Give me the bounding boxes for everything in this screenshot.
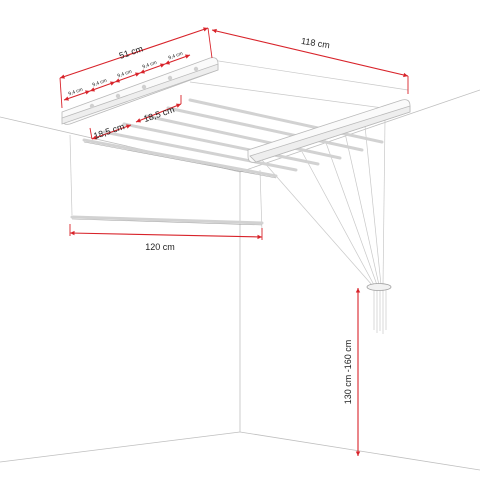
- hanger-gap-label-1: 18,5 cm: [92, 121, 126, 141]
- rod-spacing-label-3: 9,4 cm: [117, 69, 133, 80]
- back-bracket: [247, 99, 411, 163]
- rod: [188, 98, 384, 144]
- rod-spacing-dimension-1-arrow-start: [64, 96, 69, 101]
- lowered-rod-width-dimension: [69, 232, 263, 238]
- depth-length-dimension-arrow-end: [403, 72, 408, 78]
- rod-spacing-label-2: 9,4 cm: [92, 78, 108, 89]
- rod-spacing-dimension-5-arrow-start: [165, 60, 170, 65]
- hanging-rods: [70, 98, 384, 226]
- hanger-gap-dimension-2-arrow-end: [176, 103, 181, 108]
- rod-spacing-dimension-1: [63, 90, 91, 101]
- dimension-lines: [59, 27, 409, 456]
- lowered-rod: [70, 215, 264, 225]
- bracket-length-label: 51 cm: [118, 43, 144, 60]
- lowering-range-dimension-arrow-start: [355, 288, 361, 293]
- rod: [122, 122, 320, 166]
- lowering-range-dimension-arrow-end: [355, 451, 361, 456]
- rod-spacing-dimension-3-arrow-end: [135, 72, 140, 77]
- hanger-gap-tick-1: [89, 127, 93, 140]
- bracket-length-tick-end: [207, 27, 213, 59]
- bracket-length-dimension-arrow-start: [60, 74, 65, 79]
- bracket-length-dimension: [59, 27, 209, 79]
- rod-spacing-label-4: 9,4 cm: [142, 60, 158, 71]
- rod-spacing-dimension-4-arrow-start: [140, 69, 145, 74]
- floor-right-edge: [239, 431, 480, 471]
- lowered-rod-width-label: 120 cm: [145, 242, 175, 252]
- rod-spacing-dimension-1-arrow-end: [85, 90, 90, 95]
- ceiling-right-edge: [239, 89, 480, 173]
- hanger-gap-dimension-1-arrow-start: [92, 135, 97, 140]
- depth-length-label: 118 cm: [300, 36, 330, 50]
- bracket-length-tick-start: [59, 77, 63, 109]
- rod-spacing-dimension-4-arrow-end: [160, 63, 165, 68]
- rod-spacing-dimension-2-arrow-start: [90, 87, 95, 92]
- depth-length-dimension: [211, 29, 409, 77]
- rod-spacing-dimension-5-arrow-end: [185, 54, 190, 59]
- rod: [166, 106, 364, 152]
- lowering-range-label: 130 cm -160 cm: [343, 340, 353, 405]
- rod-spacing-label-1: 9,4 cm: [68, 87, 84, 98]
- rod-spacing-dimension-3-arrow-start: [115, 78, 120, 83]
- bracket-length-dimension-arrow-end: [203, 27, 208, 32]
- lowered-rod-width-dimension-arrow-start: [70, 230, 75, 236]
- rod: [144, 114, 342, 160]
- front-bracket: [61, 57, 219, 125]
- cord-lines: [69, 119, 387, 334]
- rod: [82, 138, 278, 178]
- lowered-rod-width-dimension-arrow-end: [257, 234, 262, 240]
- hanger-gap-dimension-2-arrow-start: [136, 118, 141, 123]
- hanger-gap-dimension-2: [135, 103, 182, 123]
- depth-length-dimension-arrow-start: [212, 28, 217, 34]
- rod-spacing-dimension-2-arrow-end: [110, 81, 115, 86]
- hanger-gap-dimension-1: [91, 124, 132, 140]
- rod: [102, 130, 298, 172]
- guide-lines: [189, 59, 409, 111]
- rod-spacing-label-5: 9,4 cm: [168, 51, 184, 62]
- cord-control-knob: [366, 283, 392, 291]
- floor-left-edge: [0, 431, 241, 463]
- hanger-gap-dimension-1-arrow-end: [126, 124, 131, 129]
